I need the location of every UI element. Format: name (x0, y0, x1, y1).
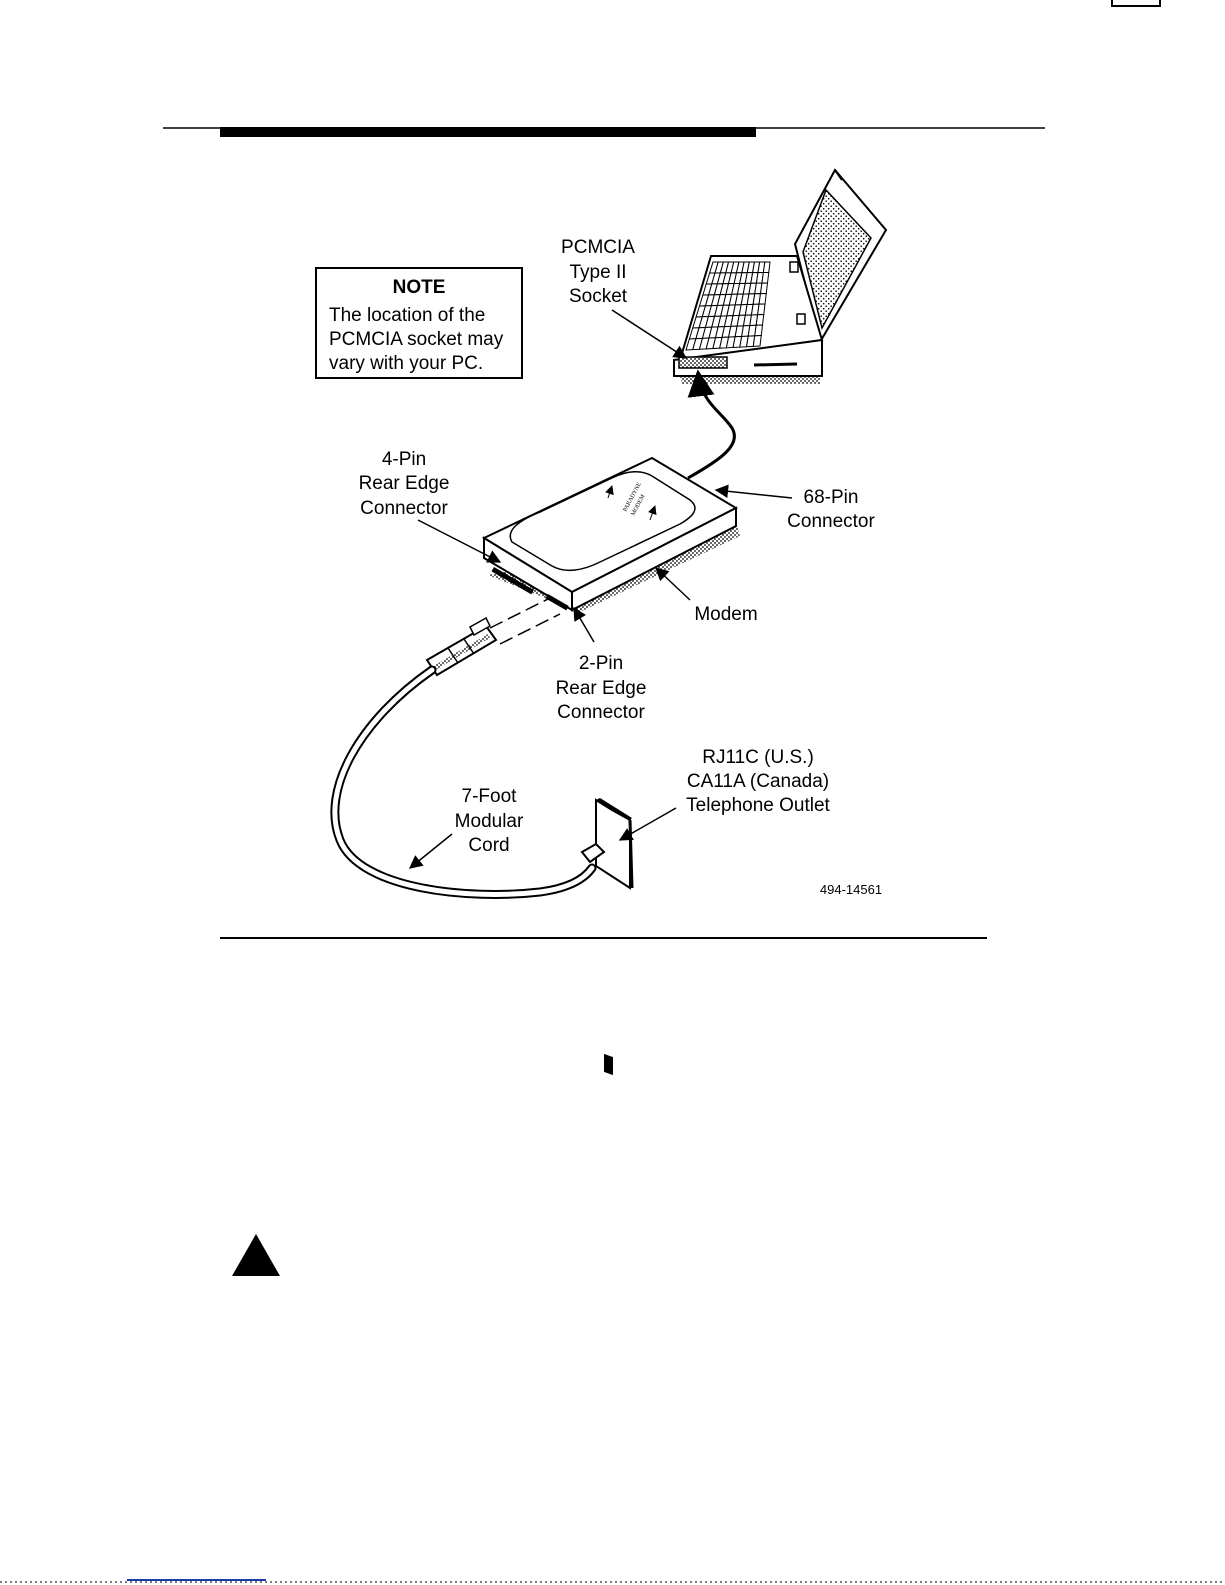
socket-leader-arrow (612, 310, 686, 358)
laptop-illustration (674, 170, 886, 384)
outlet-label-line-3: Telephone Outlet (686, 795, 830, 816)
sixty-eight-pin-leader-arrow (716, 490, 792, 498)
socket-label-line-3: Socket (569, 286, 628, 307)
keyboard-key (753, 336, 761, 347)
four-pin-label-line-2: Rear Edge (359, 473, 450, 494)
keyboard-key (759, 294, 766, 305)
two-pin-label: 2-Pin Rear Edge Connector (556, 653, 647, 723)
two-pin-leader-arrow (574, 608, 594, 642)
four-pin-label-line-3: Connector (360, 498, 448, 519)
socket-label: PCMCIA Type II Socket (561, 237, 635, 307)
page-corner-box (1112, 0, 1160, 6)
two-pin-label-line-2: Rear Edge (556, 678, 647, 699)
sixty-eight-pin-label: 68-Pin Connector (787, 487, 875, 532)
sixty-eight-pin-label-line-1: 68-Pin (804, 487, 859, 508)
socket-label-line-2: Type II (569, 262, 626, 283)
note-line-3: vary with your PC. (329, 353, 483, 374)
two-pin-label-line-3: Connector (557, 702, 645, 723)
outlet-label-line-2: CA11A (Canada) (687, 771, 829, 792)
outlet-label: RJ11C (U.S.) CA11A (Canada) Telephone Ou… (686, 747, 830, 816)
modem-card: PARADYNE (484, 458, 740, 612)
header-bar (220, 127, 756, 137)
keyboard-key (756, 315, 764, 326)
note-box: NOTE The location of the PCMCIA socket m… (316, 268, 522, 378)
keyboard-key (755, 325, 763, 336)
caution-triangle-icon (232, 1234, 280, 1276)
socket-label-line-1: PCMCIA (561, 237, 635, 258)
figure-id: 494-14561 (820, 882, 882, 897)
modem-label: Modem (694, 604, 757, 625)
outlet-label-line-1: RJ11C (U.S.) (702, 747, 814, 768)
keyboard-key (762, 273, 769, 284)
four-pin-label: 4-Pin Rear Edge Connector (359, 449, 450, 519)
keyboard-key (763, 262, 770, 273)
keyboard-key (758, 304, 765, 315)
telephone-outlet (582, 798, 632, 1075)
pcmcia-socket-slot (679, 357, 727, 368)
note-title: NOTE (393, 277, 446, 298)
cord-label-line-2: Modular (455, 811, 524, 832)
cord-label-line-3: Cord (468, 835, 509, 856)
outlet-jack (604, 1054, 613, 1075)
modem-leader-arrow (656, 568, 690, 600)
sixty-eight-pin-label-line-2: Connector (787, 511, 875, 532)
modular-cord (335, 670, 592, 894)
cord-leader-arrow (410, 834, 452, 868)
cord-label: 7-Foot Modular Cord (455, 786, 524, 856)
four-pin-label-line-1: 4-Pin (382, 449, 426, 470)
two-pin-label-line-1: 2-Pin (579, 653, 623, 674)
outlet-plate (596, 800, 630, 888)
note-line-1: The location of the (329, 305, 485, 326)
laptop-latch (754, 364, 797, 365)
note-line-2: PCMCIA socket may (329, 329, 504, 350)
modular-plug (427, 618, 496, 675)
insertion-path-arrow (688, 372, 734, 478)
cord-label-line-1: 7-Foot (462, 786, 518, 807)
keyboard-key (760, 283, 767, 294)
modular-cord-inner (335, 670, 592, 894)
